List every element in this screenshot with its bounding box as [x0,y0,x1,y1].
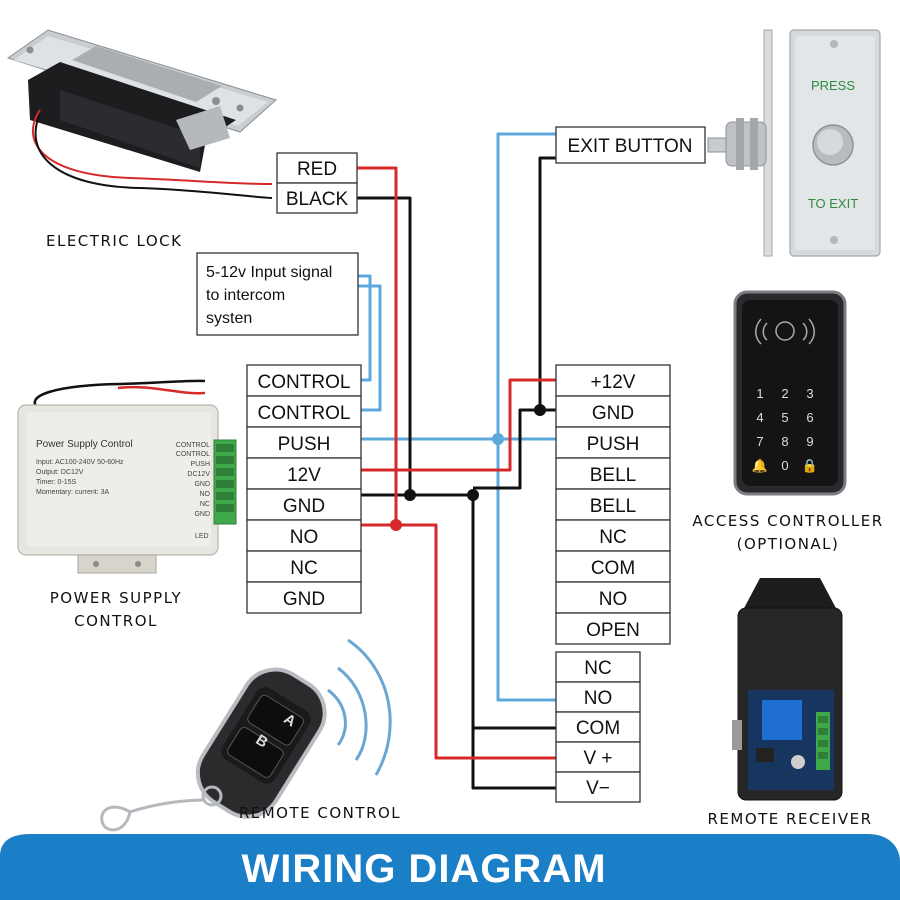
wires [357,132,556,790]
psu-terminal-gnd: GND [283,496,325,517]
lock-terminal-black [276,182,358,214]
ac-terminal-open: OPEN [586,620,640,641]
access-controller-caption: (OPTIONAL) [737,535,840,553]
red-wire [396,523,556,760]
psu-terminal-nc: NC [290,558,317,579]
exit-button-illustration [707,29,881,257]
ac-terminal-12v: +12V [591,372,636,393]
power-supply-side-label: GND [194,511,210,518]
psu-terminal-control: CONTROL [258,372,351,393]
keypad-key: 4 [756,410,763,425]
intercom-note-line: to intercom [206,287,285,304]
power-supply-led-label: LED [195,533,209,540]
keypad-key: 8 [781,434,788,449]
rx-terminal-v-plus: V + [583,748,612,769]
power-supply-side-label: CONTROL [176,442,210,449]
electric-lock-caption: ELECTRIC LOCK [46,232,182,250]
remote-control-caption: REMOTE CONTROL [239,804,401,822]
keypad-key: 6 [806,410,813,425]
blue-wire [358,274,372,382]
power-supply-terminal-block [246,364,362,614]
title-banner [0,834,900,900]
black-wire [538,156,556,412]
rx-terminal-no: NO [584,688,613,709]
exit-button-label: EXIT BUTTON [568,136,693,157]
psu-terminal-push: PUSH [278,434,331,455]
exit-plate-to-exit-text: TO EXIT [808,196,858,211]
remote-receiver-illustration [732,578,843,801]
diagram-title: WIRING DIAGRAM [241,847,606,891]
keypad-key: 1 [756,386,763,401]
junction-dot [467,489,479,501]
access-controller-caption: ACCESS CONTROLLER [692,512,883,530]
access-controller-illustration [733,290,847,496]
lock-terminal-label: BLACK [286,189,349,210]
junction-dot [390,519,402,531]
ac-terminal-bell: BELL [590,465,636,486]
power-supply-caption: POWER SUPPLY [50,589,182,607]
rx-terminal-nc: NC [584,658,611,679]
intercom-note-line: 5-12v Input signal [206,264,332,281]
power-supply-spec: Input: AC100-240V 50-60Hz [36,459,124,466]
power-supply-side-label: CONTROL [176,451,210,458]
keypad-key: 0 [781,458,788,473]
psu-terminal-no: NO [290,527,319,548]
junction-dot [534,404,546,416]
ac-terminal-nc: NC [599,527,626,548]
power-supply-spec: Momentary: current: 3A [36,489,109,496]
exit-button-label-box [555,126,706,164]
ac-terminal-no: NO [599,589,628,610]
blue-wire [358,284,382,412]
psu-terminal-control: CONTROL [258,403,351,424]
power-supply-spec: Output: DC12V [36,469,84,476]
rx-terminal-v-minus: V− [586,778,610,799]
remote-receiver-terminal-block [555,651,641,803]
rfid-icon [775,321,795,341]
power-supply-side-label: NC [200,501,210,508]
power-supply-caption: CONTROL [74,612,158,630]
keypad-key: 3 [806,386,813,401]
exit-plate-press-text: PRESS [811,78,855,93]
power-supply-illustration [17,379,237,574]
intercom-note-box [196,252,359,336]
remote-control-illustration [100,638,392,832]
lock-icon: 🔒 [802,458,818,473]
junction-dot [492,433,504,445]
keypad-key: 5 [781,410,788,425]
power-supply-side-label: PUSH [191,461,210,468]
remote-receiver-caption: REMOTE RECEIVER [708,810,873,828]
black-wire [473,408,540,490]
psu-terminal-gnd: GND [283,589,325,610]
power-supply-side-label: NO [200,491,211,498]
access-controller-terminal-block [555,364,671,645]
power-supply-spec: Timer: 0-15S [36,479,77,486]
power-supply-label: Power Supply Control [36,439,133,450]
black-wire [357,196,412,495]
rx-terminal-com: COM [576,718,620,739]
psu-terminal-12v: 12V [287,465,321,486]
junction-dot [404,489,416,501]
keypad-key: 9 [806,434,813,449]
lock-terminal-label: RED [297,159,337,180]
power-supply-side-label: GND [194,481,210,488]
black-wire [361,493,556,790]
keypad-key: 7 [756,434,763,449]
lock-terminal-red [276,152,358,184]
keypad-key: 2 [781,386,788,401]
power-supply-side-label: DC12V [187,471,210,478]
electric-lock-illustration [6,29,277,199]
red-wire [361,378,556,472]
bell-icon: 🔔 [752,458,768,473]
ac-terminal-gnd: GND [592,403,634,424]
red-wire [357,166,398,527]
lock-terminal-block [276,152,358,214]
intercom-note-line: systen [206,310,252,327]
blue-wire [496,132,556,702]
ac-terminal-bell: BELL [590,496,636,517]
ac-terminal-push: PUSH [587,434,640,455]
ac-terminal-com: COM [591,558,635,579]
